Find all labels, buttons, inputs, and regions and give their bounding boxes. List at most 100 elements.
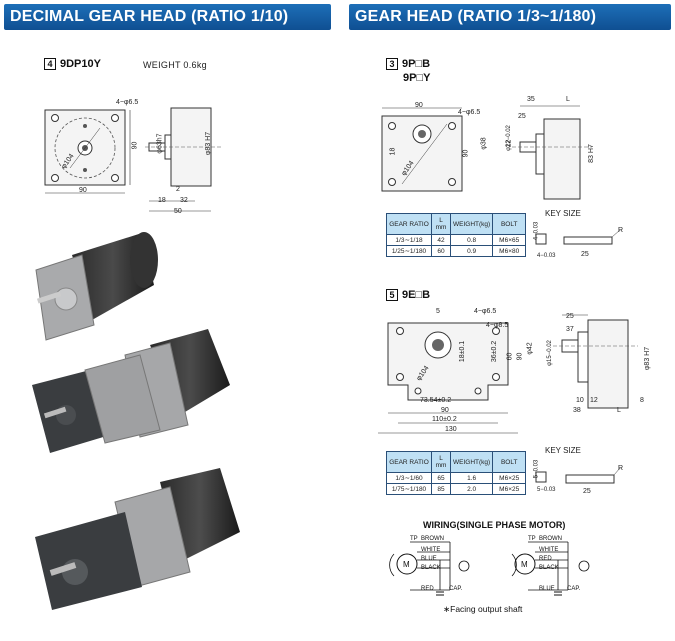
section-number: 3 <box>386 58 398 71</box>
dim-130: 130 <box>445 426 457 433</box>
drawing-key-9pb <box>535 229 621 245</box>
key-dim-len: 25 <box>583 488 591 495</box>
section-number: 4 <box>44 58 56 71</box>
dim-L: L <box>617 407 621 414</box>
dim-25: 25 <box>566 313 574 320</box>
wire-label: BLACK <box>539 565 559 571</box>
wiring-title: WIRING(SINGLE PHASE MOTOR) <box>423 520 566 530</box>
dim-18: 18 <box>158 197 166 204</box>
dim-body: φ83 H7 <box>644 346 652 371</box>
wire-label: RED <box>421 586 434 592</box>
col-weight: WEIGHT(kg) <box>449 451 494 473</box>
drawing-key-9eb <box>535 467 621 484</box>
dim-8: 8 <box>640 397 644 404</box>
wire-label: BLUE <box>421 556 437 562</box>
model-heading-9pb: 3 9P□B <box>386 58 431 71</box>
dim-60: 60 <box>506 352 514 361</box>
model-name-2: 9P□Y <box>403 72 431 84</box>
drawing-front-view-9eb <box>378 322 518 434</box>
dim-22: 22 <box>505 139 513 148</box>
wire-tp: TP <box>528 536 536 542</box>
wire-label: WHITE <box>421 547 441 553</box>
dim-2: 2 <box>176 186 180 193</box>
section-banner-decimal: DECIMAL GEAR HEAD (RATIO 1/10) <box>4 4 331 30</box>
key-dim-a: 5−0.03 <box>533 459 540 479</box>
spec-table-9pb: GEAR RATIO L mm WEIGHT(kg) BOLT 1/3∼1/18… <box>386 213 527 257</box>
drawing-side-view-9pb <box>512 105 592 200</box>
dim-holes-1: 4−φ6.5 <box>474 308 497 315</box>
dim-32: 32 <box>180 197 188 204</box>
dim-90-vertical: 90 <box>516 352 524 361</box>
dim-body: 83 H7 <box>587 144 595 163</box>
dim-10: 10 <box>576 397 584 404</box>
dim-37: 37 <box>566 326 574 333</box>
model-heading-9eb: 5 9E□B <box>386 289 431 302</box>
wire-label: BROWN <box>421 536 444 542</box>
dim-bottom: 90 <box>79 187 87 194</box>
weight-label: WEIGHT 0.6kg <box>143 60 207 70</box>
dim-holes-2: 4−φ8.5 <box>486 322 509 329</box>
model-heading-9dp10y: 4 9DP10Y <box>44 58 101 71</box>
dim-110: 110±0.2 <box>432 416 457 423</box>
cap-label: CAP. <box>567 586 581 592</box>
dim-holes: 4−φ6.5 <box>116 99 139 106</box>
dim-35: 35 <box>527 96 535 103</box>
table-row: 1/3∼1/60 65 1.6 M6×25 <box>386 472 527 484</box>
dim-shaft: φ15−0.02 <box>546 340 553 366</box>
model-name-1: 9P□B <box>402 58 431 70</box>
col-bolt: BOLT <box>492 213 527 235</box>
dim-side: 90 <box>462 149 470 158</box>
wire-label: RED <box>539 556 552 562</box>
dim-12: 12 <box>590 397 598 404</box>
dim-body: φ83 H7 <box>205 131 213 156</box>
key-dim-len: 25 <box>581 251 589 258</box>
col-bolt: BOLT <box>492 451 527 473</box>
dim-36: 36±0.2 <box>491 340 499 363</box>
key-size-title: KEY SIZE <box>545 446 581 455</box>
key-dim-b: 5−0.03 <box>537 487 556 493</box>
dim-pilot: φ63h7 <box>156 133 164 154</box>
drawing-front-view-9dp10y <box>44 109 131 194</box>
wiring-diagram-left <box>389 541 470 596</box>
section-number: 5 <box>386 289 398 302</box>
dim-5: 5 <box>436 308 440 315</box>
model-name: 9E□B <box>402 289 431 301</box>
table-row: 1/75∼1/180 85 2.0 M6×25 <box>386 483 527 495</box>
dim-holes: 4−φ6.5 <box>458 109 481 116</box>
wire-label: WHITE <box>539 547 559 553</box>
dim-90: 90 <box>441 407 449 414</box>
col-l: L mm <box>431 451 451 473</box>
dim-25: 25 <box>518 113 526 120</box>
dim-side: 90 <box>131 141 139 150</box>
key-dim-r: R <box>618 227 624 234</box>
product-photo-gear-head-pair <box>32 329 230 453</box>
wire-label: BROWN <box>539 536 562 542</box>
dim-L: L <box>566 96 570 103</box>
section-banner-gear-head: GEAR HEAD (RATIO 1/3~1/180) <box>349 4 671 30</box>
spec-table-9eb: GEAR RATIO L mm WEIGHT(kg) BOLT 1/3∼1/60… <box>386 451 527 495</box>
table-row: 1/25∼1/180 60 0.9 M6×80 <box>386 245 527 257</box>
wiring-note: ∗Facing output shaft <box>443 604 523 614</box>
cap-label: CAP. <box>449 586 463 592</box>
wire-tp: TP <box>410 536 418 542</box>
dim-38: 38 <box>573 407 581 414</box>
col-l: L mm <box>431 213 451 235</box>
dim-18: 18±0.1 <box>459 340 467 363</box>
key-dim-a: 4−0.03 <box>533 221 540 241</box>
wire-label: BLACK <box>421 565 441 571</box>
dim-38: φ38 <box>480 137 488 150</box>
product-photo-motor-with-gear-head <box>35 232 158 341</box>
wire-label: BLUE <box>539 586 555 592</box>
dim-top: 90 <box>415 102 423 109</box>
col-gear-ratio: GEAR RATIO <box>386 213 432 235</box>
col-weight: WEIGHT(kg) <box>449 213 494 235</box>
table-row: 1/3∼1/18 42 0.8 M6×65 <box>386 234 527 246</box>
drawing-side-view-9eb <box>553 314 638 409</box>
motor-label: M <box>521 560 528 569</box>
dim-73: 73.54±0.2 <box>420 397 452 404</box>
dim-18: 18 <box>389 147 397 156</box>
product-photo-gear-motor <box>35 468 240 610</box>
model-name: 9DP10Y <box>60 58 101 70</box>
drawing-front-view-9pb <box>381 107 463 192</box>
drawing-side-view-9dp10y <box>145 107 223 212</box>
